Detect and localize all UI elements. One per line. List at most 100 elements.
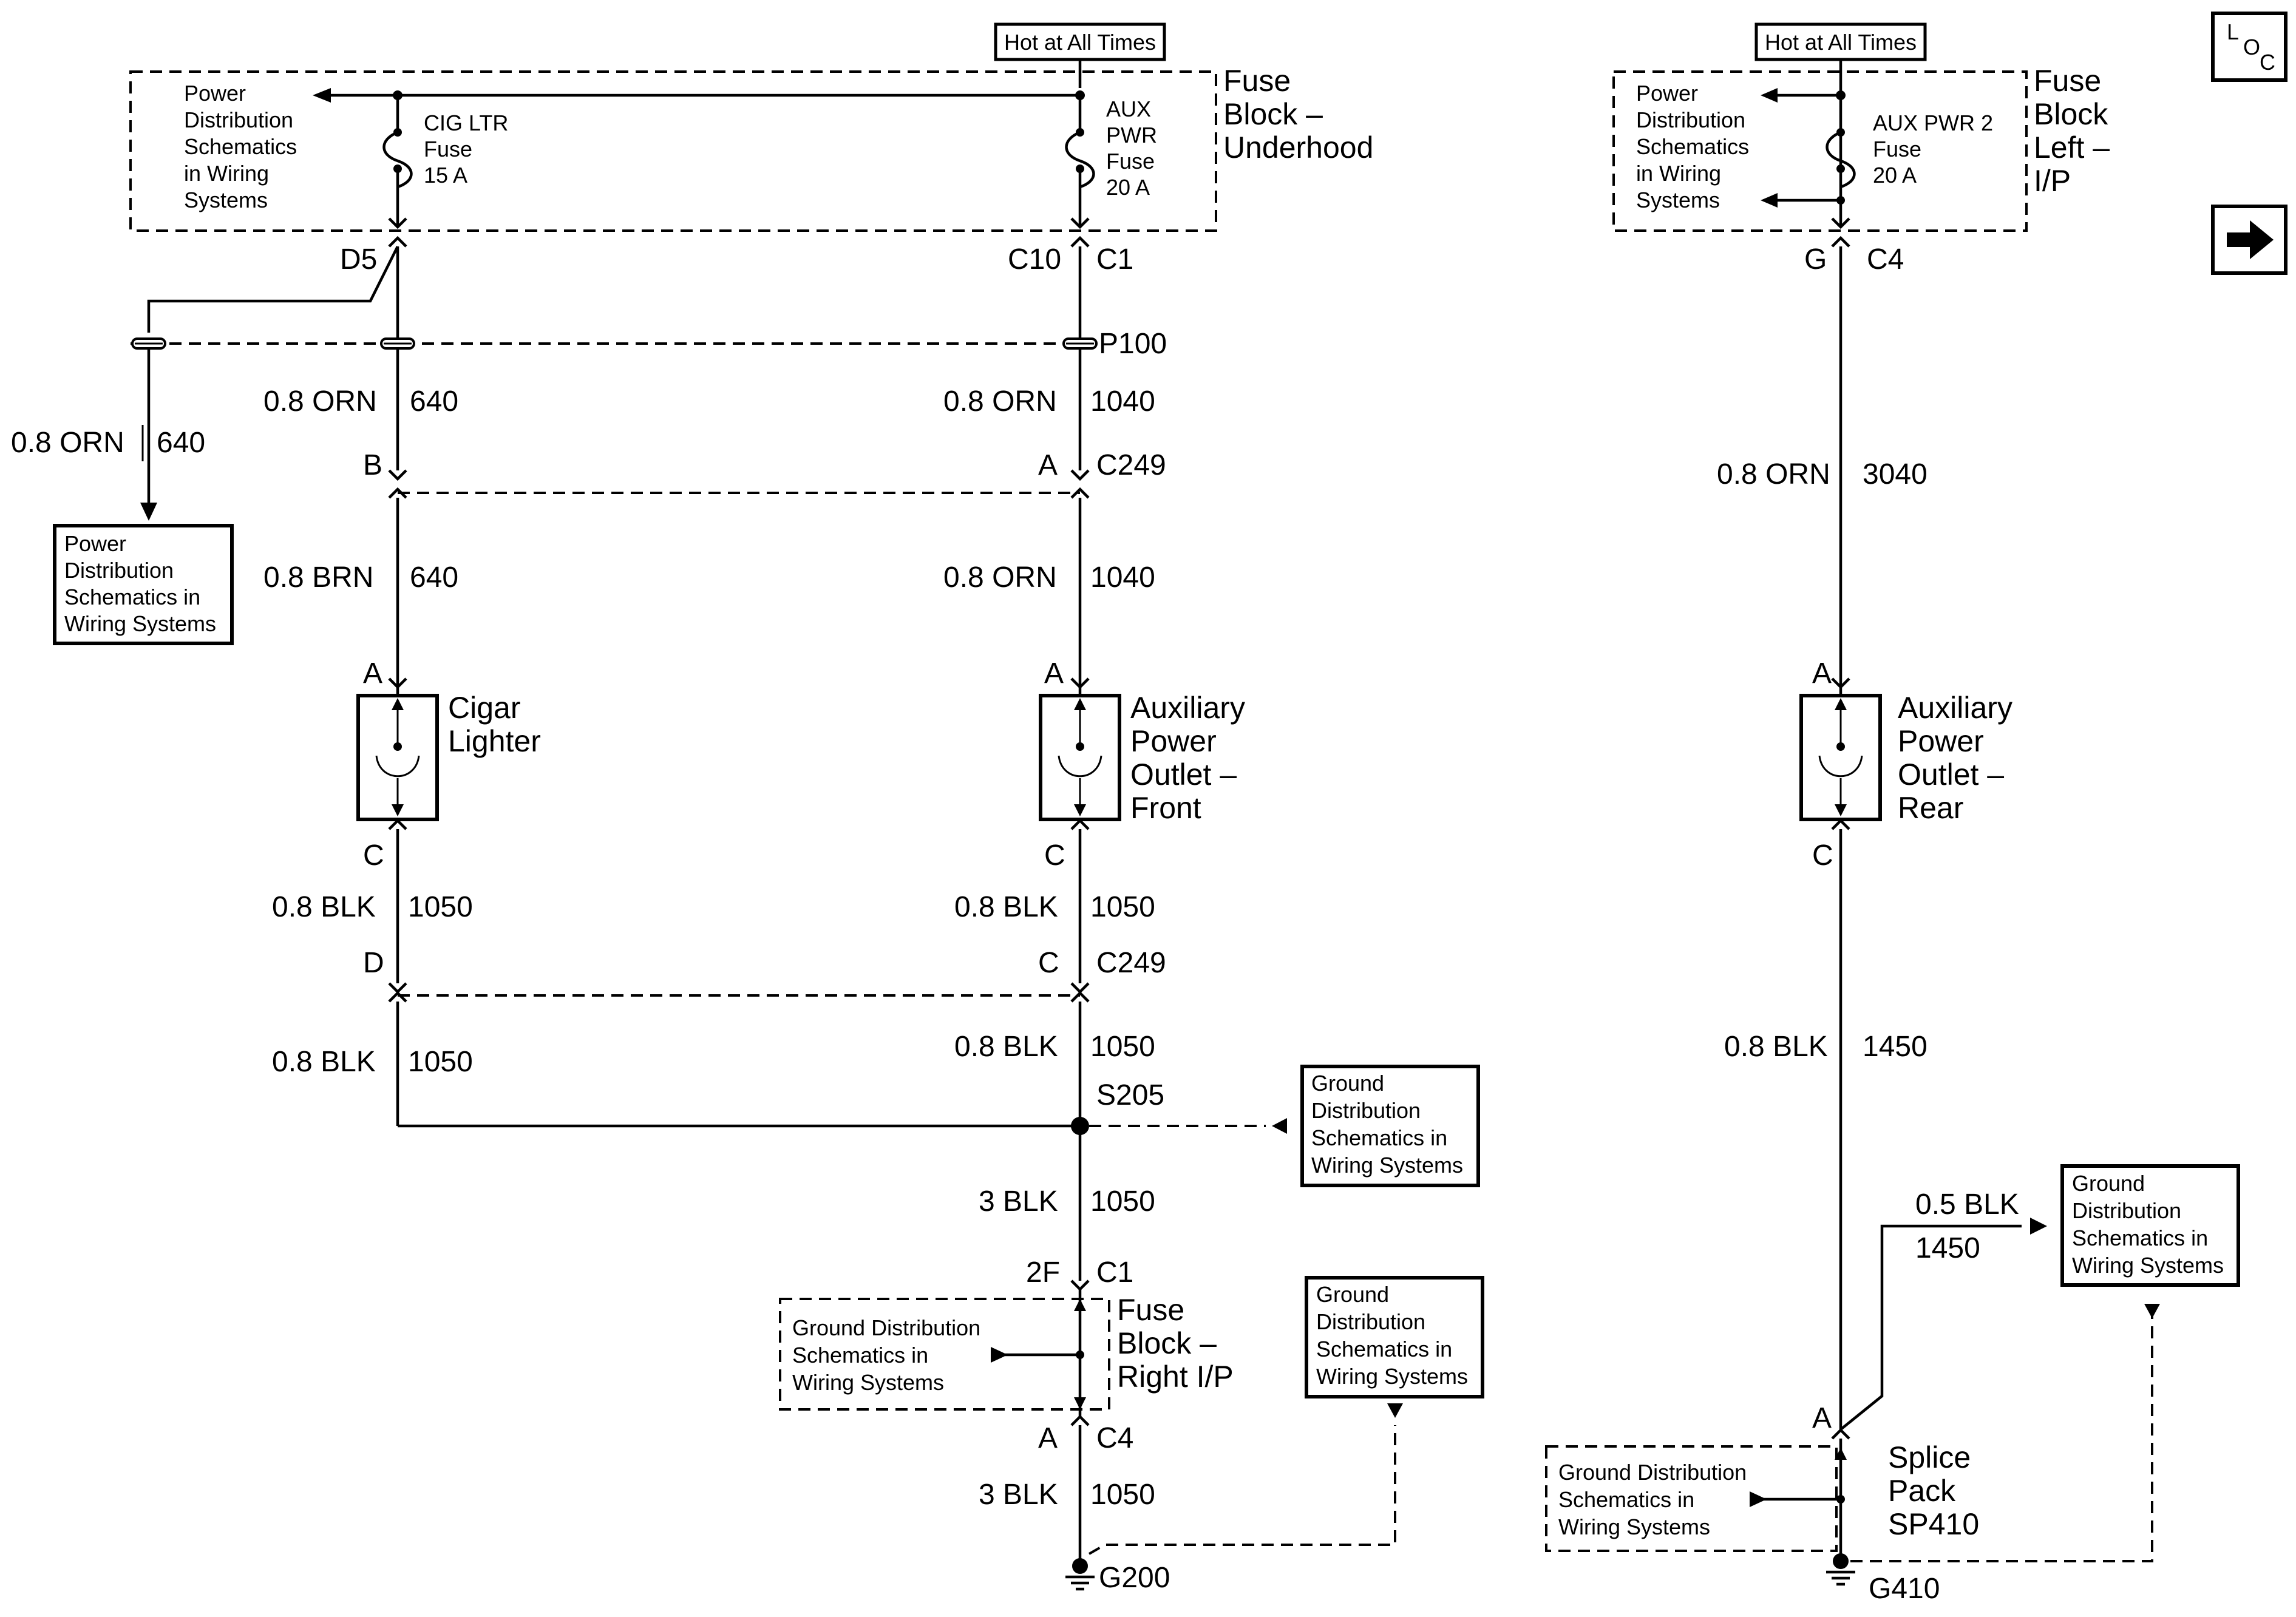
svg-text:Distribution: Distribution [1311,1098,1421,1123]
svg-text:L: L [2227,19,2239,44]
svg-text:Wiring Systems: Wiring Systems [64,611,216,636]
svg-text:C1: C1 [1096,1256,1133,1289]
svg-text:C1: C1 [1096,243,1133,276]
svg-text:C4: C4 [1096,1422,1133,1454]
svg-text:Left –: Left – [2034,131,2110,164]
svg-text:Fuse: Fuse [1117,1293,1184,1327]
svg-text:Wiring Systems: Wiring Systems [1311,1153,1463,1178]
svg-text:Pack: Pack [1888,1474,1956,1508]
svg-text:Power: Power [64,531,126,556]
svg-text:in Wiring: in Wiring [184,161,269,186]
svg-text:S205: S205 [1096,1079,1164,1111]
p100-connector-branch [131,337,166,350]
svg-text:C10: C10 [1008,243,1061,276]
hot-at-all-times-left: Hot at All Times [994,22,1166,61]
svg-text:A: A [1038,1422,1058,1454]
svg-text:0.8 ORN: 0.8 ORN [1717,458,1830,490]
fuse-block-left-ip: Power Distribution Schematics in Wiring … [1612,59,2110,232]
circuit-1040-front: C10 C1 P100 0.8 ORN 1040 A C249 0.8 ORN … [398,217,1167,690]
svg-text:Fuse: Fuse [424,137,472,161]
svg-text:Schematics in: Schematics in [2072,1225,2208,1250]
svg-text:Outlet –: Outlet – [1898,758,2004,792]
svg-text:640: 640 [410,561,458,594]
svg-text:Hot at All Times: Hot at All Times [1765,30,1917,55]
fuse-block-underhood-title: Fuse Block – Underhood [1223,64,1373,164]
svg-text:Fuse: Fuse [1106,149,1155,174]
svg-text:0.8 ORN: 0.8 ORN [943,561,1057,594]
svg-text:I/P: I/P [2034,164,2071,198]
svg-text:3040: 3040 [1863,458,1927,490]
circuit-3040-rear: G C4 0.8 ORN 3040 A [1717,217,1927,690]
svg-text:Ground Distribution: Ground Distribution [1558,1460,1747,1485]
svg-text:Fuse: Fuse [2034,64,2101,98]
svg-text:0.8 BRN: 0.8 BRN [263,561,373,594]
splice-pack-ref: Ground Distribution Schematics in Wiring… [1558,1460,1747,1539]
fuse-block-left-ip-ref: Power Distribution Schematics in Wiring … [1636,81,1749,212]
svg-text:Fuse: Fuse [1873,137,1921,161]
svg-text:C: C [363,839,384,872]
svg-text:Schematics in: Schematics in [1316,1337,1452,1361]
circuit-1050-ground: C 0.8 BLK 1050 D 0.8 BLK 1050 C 0.8 BLK … [272,818,1287,1292]
aux-power-outlet-front: Auxiliary Power Outlet – Front [1039,687,1245,825]
svg-text:Ground Distribution: Ground Distribution [792,1315,980,1340]
svg-text:P100: P100 [1099,328,1167,360]
svg-text:Block: Block [2034,97,2108,131]
fuse-aux-pwr: AUX PWR Fuse 20 A [1106,97,1157,200]
svg-text:Auxiliary: Auxiliary [1898,691,2012,725]
svg-text:0.8 BLK: 0.8 BLK [272,891,376,923]
svg-text:1050: 1050 [408,891,473,923]
svg-text:Splice: Splice [1888,1440,1971,1474]
svg-text:Rear: Rear [1898,791,1963,825]
fuse-cig-ltr: CIG LTR Fuse 15 A [424,110,508,188]
svg-text:A: A [1044,657,1064,690]
svg-text:A: A [1812,1402,1832,1434]
svg-text:C4: C4 [1867,243,1904,276]
svg-text:0.8 BLK: 0.8 BLK [954,891,1058,923]
svg-text:Auxiliary: Auxiliary [1130,691,1245,725]
svg-text:SP410: SP410 [1888,1507,1979,1541]
svg-text:20 A: 20 A [1106,175,1150,200]
svg-text:Power: Power [184,81,246,106]
p100-connector-640 [380,337,415,350]
svg-text:C: C [2260,50,2275,75]
svg-text:1050: 1050 [1090,1479,1155,1511]
ref-box-ground-g200: Ground Distribution Schematics in Wiring… [1305,1276,1484,1398]
svg-text:G410: G410 [1869,1573,1940,1605]
splice-pack-title: Splice Pack SP410 [1888,1440,1979,1541]
loc-button[interactable]: L O C [2211,12,2288,82]
svg-text:C249: C249 [1096,449,1166,481]
svg-text:Distribution: Distribution [1316,1309,1425,1334]
svg-text:Power: Power [1636,81,1698,106]
svg-text:3 BLK: 3 BLK [979,1479,1058,1511]
fuse-block-underhood-ref: Power Distribution Schematics in Wiring … [184,81,297,212]
svg-text:Underhood: Underhood [1223,131,1373,164]
svg-text:0.8 BLK: 0.8 BLK [1724,1031,1828,1063]
svg-text:0.8 ORN: 0.8 ORN [943,385,1057,418]
svg-text:20 A: 20 A [1873,163,1917,188]
fuse-block-right-ip: Ground Distribution Schematics in Wiring… [779,1289,1234,1417]
hot-at-all-times-right: Hot at All Times [1754,22,1927,61]
svg-text:Distribution: Distribution [184,107,293,132]
svg-text:A: A [363,657,382,690]
svg-text:640: 640 [157,427,205,459]
right-arrow-icon[interactable] [2211,205,2288,275]
svg-text:Ground: Ground [2072,1171,2145,1196]
svg-text:1050: 1050 [1090,1031,1155,1063]
svg-text:Distribution: Distribution [2072,1198,2181,1223]
svg-text:Wiring Systems: Wiring Systems [1558,1514,1710,1539]
svg-text:Schematics: Schematics [1636,134,1749,159]
svg-text:Distribution: Distribution [1636,107,1745,132]
svg-text:AUX: AUX [1106,97,1151,121]
svg-text:Schematics: Schematics [184,134,297,159]
svg-text:G200: G200 [1099,1562,1170,1594]
svg-text:A: A [1038,449,1058,481]
svg-text:Wiring Systems: Wiring Systems [792,1370,944,1395]
svg-text:O: O [2243,35,2260,59]
svg-text:B: B [363,449,382,481]
svg-text:Schematics in: Schematics in [64,585,200,609]
svg-text:Schematics in: Schematics in [792,1343,928,1368]
fuse-aux-pwr-2: AUX PWR 2 Fuse 20 A [1873,110,1993,188]
svg-text:Lighter: Lighter [448,724,541,758]
svg-text:D: D [363,947,384,979]
